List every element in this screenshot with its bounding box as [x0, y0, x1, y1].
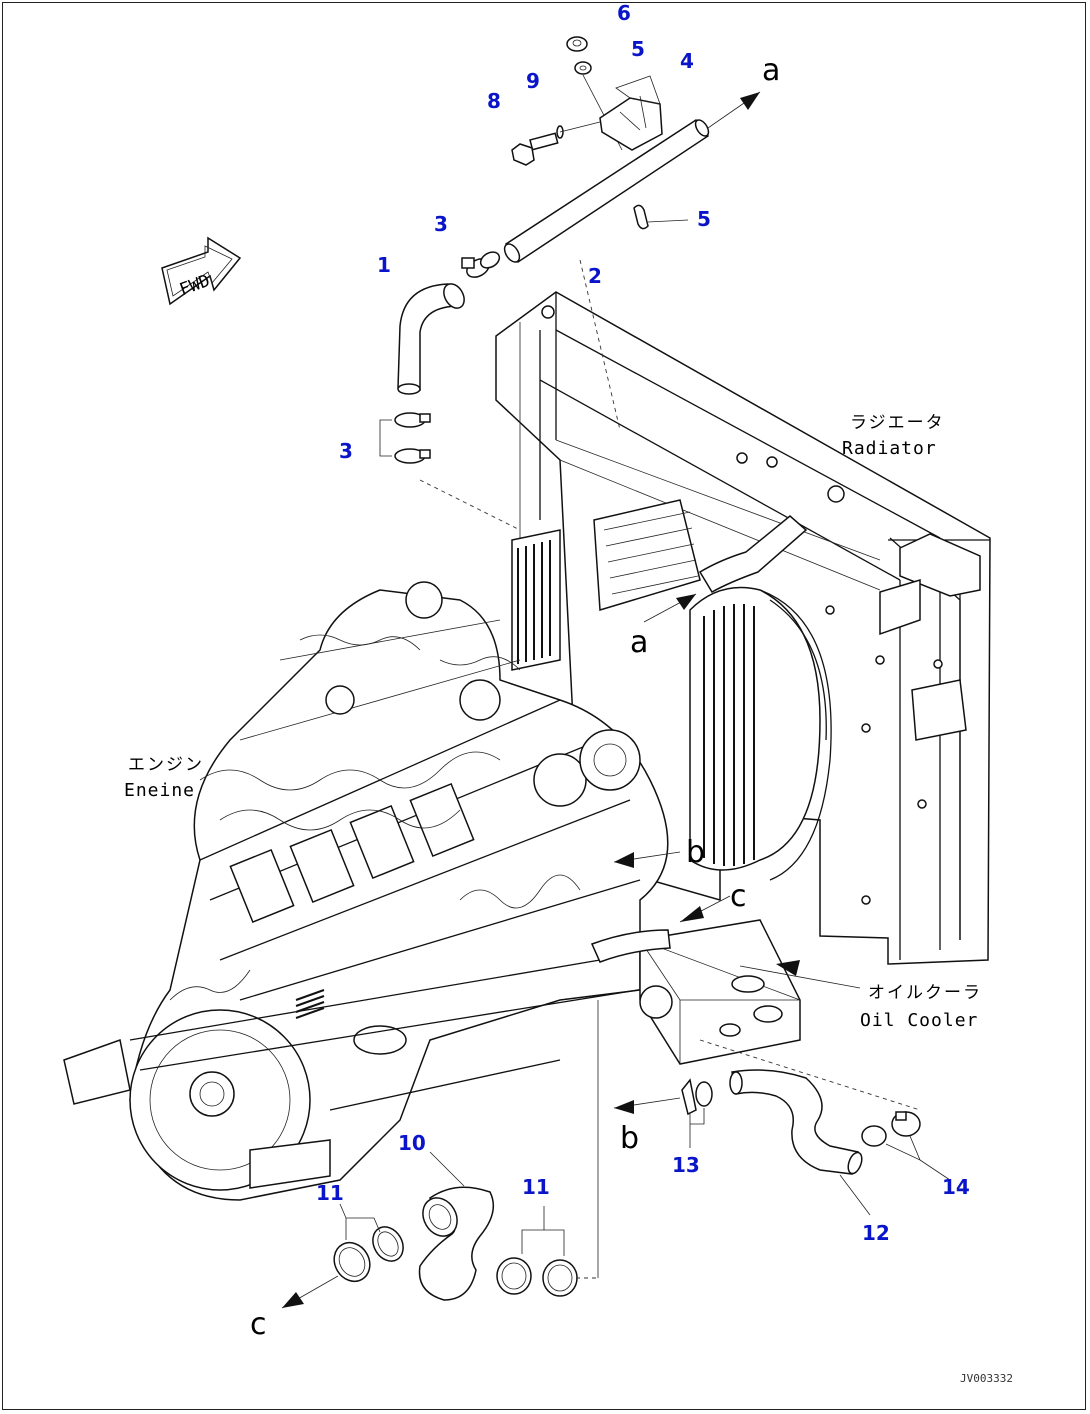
- callout-6: 5: [631, 37, 645, 61]
- nut-7: [566, 36, 588, 52]
- callout-7: 6: [617, 1, 631, 25]
- engine-wiring: [169, 634, 581, 1001]
- callout-11-left: 11: [316, 1181, 344, 1205]
- letter-b-low: b: [620, 1121, 639, 1156]
- callout-12: 12: [862, 1221, 890, 1245]
- bolt-8: [511, 132, 559, 166]
- callout-11-right: 11: [522, 1175, 550, 1199]
- letter-b-mid: b: [686, 835, 705, 870]
- callout-2: 2: [588, 264, 602, 288]
- component-labels: ラジエータ Radiator エンジン Eneine オイルクーラ Oil Co…: [124, 413, 982, 1031]
- callout-13: 13: [672, 1153, 700, 1177]
- callout-5: 5: [697, 207, 711, 231]
- engine-label-en: Eneine: [124, 780, 195, 801]
- radiator-core-left: [511, 529, 561, 671]
- pipe-2: [503, 118, 710, 264]
- letter-a-top: a: [762, 53, 780, 88]
- clamp-11-left: [333, 1226, 404, 1283]
- callout-3-top: 3: [434, 212, 448, 236]
- letter-c-mid: c: [730, 879, 747, 914]
- callout-3-bottom: 3: [339, 439, 353, 463]
- callout-9: 9: [526, 69, 540, 93]
- clamp-11-right: [496, 1257, 578, 1297]
- callout-10: 10: [398, 1131, 426, 1155]
- letter-c-low: c: [250, 1307, 267, 1342]
- radiator-label-en: Radiator: [842, 438, 937, 459]
- callout-numbers: 6 5 4 9 8 5 3 1 2 3 10 13 14 11 11 12: [316, 1, 970, 1245]
- hose-12: [729, 1069, 863, 1175]
- cooler-core-center: [593, 499, 701, 611]
- callout-4: 4: [680, 49, 694, 73]
- clamp-3-top: [461, 251, 501, 278]
- oil-cooler-label-en: Oil Cooler: [860, 1010, 978, 1031]
- connection-letters: a a b c b c: [250, 53, 780, 1342]
- fwd-arrow-icon: FWD: [161, 236, 242, 306]
- hose-10: [418, 1186, 495, 1301]
- hose-1: [397, 283, 465, 395]
- callout-1: 1: [377, 253, 391, 277]
- cooler-core-right: [689, 586, 832, 881]
- engine: [63, 581, 701, 1201]
- engine-label-jp: エンジン: [128, 755, 204, 775]
- clamp-14: [861, 1111, 921, 1147]
- oil-cooler: [590, 919, 801, 1065]
- letter-a-mid: a: [630, 625, 648, 660]
- callout-14: 14: [942, 1175, 970, 1199]
- clip-5: [633, 204, 649, 230]
- callout-8: 8: [487, 89, 501, 113]
- washer-6: [574, 61, 592, 75]
- drawing-code: JV003332: [960, 1372, 1013, 1385]
- oil-cooler-label-jp: オイルクーラ: [868, 983, 982, 1003]
- clamp-3-bottom: [394, 412, 431, 464]
- radiator-label-jp: ラジエータ: [850, 413, 945, 433]
- clamp-13: [681, 1078, 713, 1116]
- bracket-4: [599, 75, 663, 151]
